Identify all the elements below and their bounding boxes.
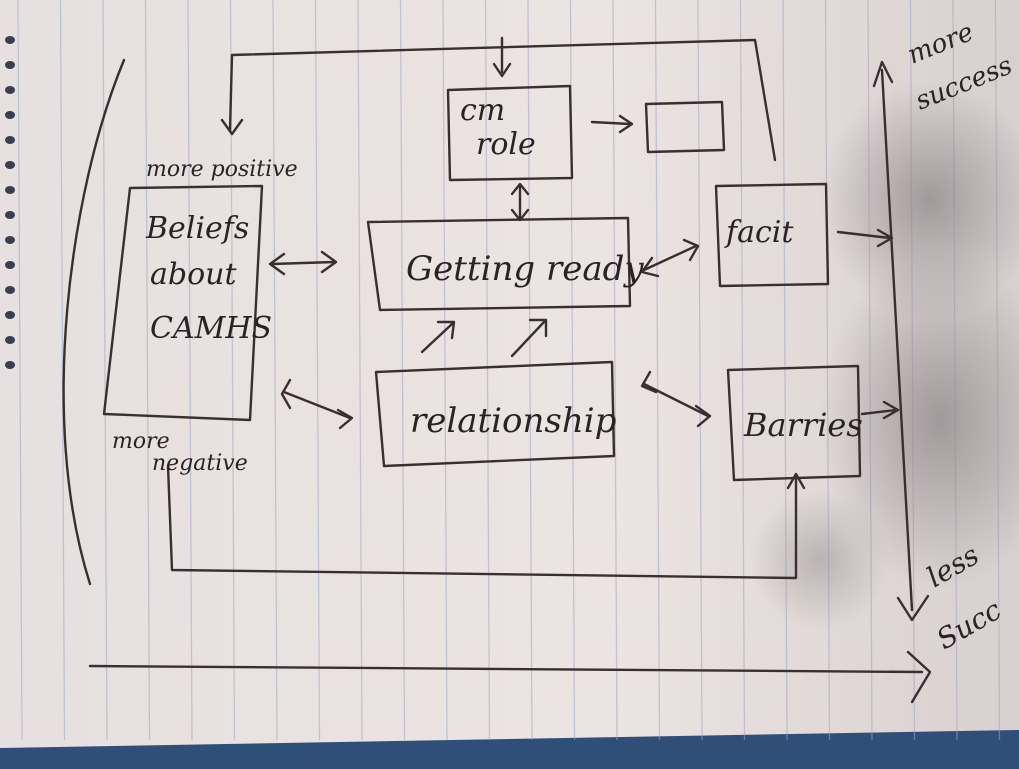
success-axis-arrowhead-up: [872, 60, 894, 88]
spiral-binding: [5, 36, 15, 369]
spiral-hole: [5, 136, 15, 144]
rule-line: [272, 0, 278, 741]
bottom-arrow-head: [906, 650, 932, 704]
facit-text: facit: [724, 215, 794, 250]
beliefs-relationship-line: [282, 390, 352, 420]
beliefs-getting-arrowhead-left: [268, 252, 286, 276]
barriers-text: Barries: [743, 406, 863, 444]
paper-sheet: [0, 0, 1019, 748]
relationship-up-arrow-1: [420, 322, 454, 354]
top-loop-line: [228, 38, 777, 162]
bottom-loop-arrowhead: [786, 472, 806, 490]
spiral-hole: [5, 86, 15, 94]
getting-ready-text: Getting ready: [406, 249, 644, 289]
label-more-negative-1: more: [112, 429, 170, 454]
empty-box: [644, 100, 726, 154]
getting-facit-arrowhead-left: [640, 256, 660, 278]
spiral-hole: [5, 36, 15, 44]
top-loop-arrowhead: [220, 118, 244, 136]
cm-role-text-1: cm: [460, 93, 505, 128]
rule-line: [102, 0, 108, 741]
relationship-up-arrowhead-2: [528, 318, 548, 338]
beliefs-box: [102, 184, 264, 422]
spiral-hole: [5, 61, 15, 69]
rule-line: [527, 0, 533, 741]
spiral-hole: [5, 111, 15, 119]
getting-facit-line: [642, 244, 698, 272]
barriers-box: [726, 364, 862, 482]
rule-line: [697, 0, 703, 741]
relationship-barriers-line: [642, 382, 710, 418]
bottom-arrow-line: [88, 664, 924, 674]
label-more-negative-2: negative: [152, 451, 248, 476]
rule-line: [654, 0, 661, 741]
spiral-hole: [5, 186, 15, 194]
spiral-hole: [5, 211, 15, 219]
relationship-barriers-arrowhead-left: [640, 370, 658, 394]
cm-getting-arrowhead-up: [510, 182, 530, 196]
bottom-loop-line: [166, 464, 798, 580]
relationship-barriers-arrowhead-right: [694, 404, 712, 428]
spiral-hole: [5, 161, 15, 169]
shadow-right: [820, 250, 1019, 590]
shadow-lower: [750, 490, 890, 630]
label-more-positive: more positive: [146, 157, 298, 182]
cm-role-text-2: role: [476, 127, 536, 162]
left-curve: [62, 58, 126, 586]
rule-line: [484, 0, 491, 741]
spiral-hole: [5, 261, 15, 269]
cm-to-empty-arrowhead: [618, 114, 634, 134]
rule-line: [314, 0, 321, 741]
beliefs-text-3: CAMHS: [150, 311, 272, 346]
facit-box: [714, 182, 830, 288]
cm-role-box: [446, 84, 574, 182]
success-axis-arrowhead-down: [896, 594, 930, 622]
rule-line: [357, 0, 363, 741]
diagram-strokes: [62, 36, 932, 704]
rule-line: [187, 0, 193, 741]
spiral-hole: [5, 286, 15, 294]
spiral-hole: [5, 361, 15, 369]
rule-line: [144, 0, 151, 741]
relationship-up-arrowhead-1: [436, 320, 456, 340]
spiral-hole: [5, 311, 15, 319]
barriers-axis-line: [860, 408, 898, 416]
beliefs-text-1: Beliefs: [145, 211, 249, 246]
cm-to-empty-line: [590, 120, 632, 126]
getting-facit-arrowhead-right: [682, 238, 700, 262]
beliefs-getting-line: [270, 260, 336, 266]
beliefs-text-2: about: [150, 257, 237, 292]
rule-line: [17, 0, 23, 741]
relationship-box: [374, 360, 616, 468]
beliefs-relationship-arrowhead-right: [336, 408, 354, 430]
facit-axis-line: [836, 230, 892, 240]
barriers-axis-arrowhead: [882, 400, 900, 420]
relationship-text: relationship: [410, 401, 616, 441]
top-feed-arrowhead: [492, 62, 512, 78]
rule-line: [59, 0, 66, 741]
success-axis-line: [880, 68, 914, 612]
spiral-hole: [5, 336, 15, 344]
spiral-hole: [5, 236, 15, 244]
beliefs-getting-arrowhead-right: [320, 250, 338, 274]
relationship-up-arrow-2: [510, 320, 546, 358]
getting-ready-box: [366, 216, 632, 312]
beliefs-relationship-arrowhead-left: [280, 378, 292, 410]
